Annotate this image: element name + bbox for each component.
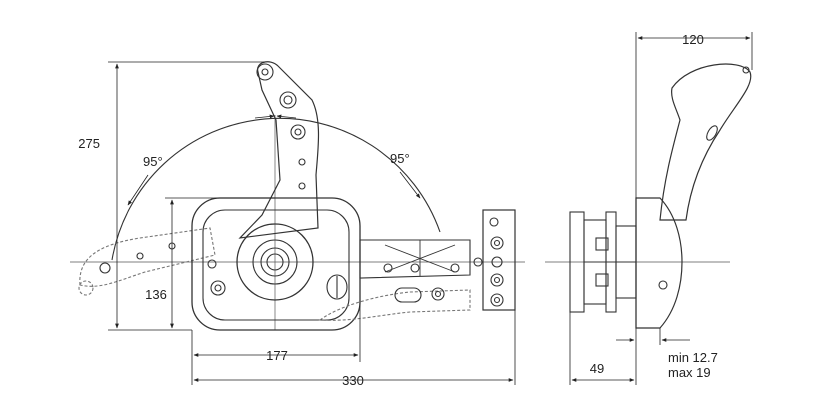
base-plate-inner [202, 209, 350, 321]
dim-text-177: 177 [266, 348, 288, 363]
dim-text-angle-right: 95° [390, 151, 410, 166]
lever-ghost-knob [78, 280, 94, 296]
slider-block [394, 287, 422, 303]
plate-bolt-left [210, 280, 226, 296]
side-housing [635, 197, 683, 329]
linkage-ghost [318, 289, 471, 321]
dim-text-panel-min: min 12.7 [668, 350, 718, 365]
side-dimensions [569, 32, 753, 385]
hub-mid [252, 239, 298, 285]
base-plate [191, 197, 361, 331]
dim-text-136: 136 [145, 287, 167, 302]
front-dimensions [108, 61, 516, 385]
lever-ghost-left [79, 227, 216, 287]
linkage-bar [359, 239, 471, 279]
dim-text-49: 49 [590, 361, 604, 376]
right-bracket [482, 209, 516, 311]
lever-knob [256, 63, 274, 81]
dim-text-angle-left: 95° [143, 154, 163, 169]
dim-text-panel-max: max 19 [668, 365, 711, 380]
lever-ghost-hole [99, 262, 111, 274]
hub-outer [236, 223, 314, 301]
dim-text-330: 330 [342, 373, 364, 388]
swing-arc [111, 117, 441, 261]
friction-knob [326, 274, 348, 300]
dim-text-120: 120 [682, 32, 704, 47]
side-handle [659, 63, 752, 221]
lever-arm [238, 61, 320, 239]
hub-inner [260, 247, 290, 277]
dim-text-275: 275 [78, 136, 100, 151]
front-view [70, 61, 525, 331]
side-view [545, 63, 752, 329]
handle-button [706, 125, 718, 141]
linkage-truss [384, 240, 456, 276]
